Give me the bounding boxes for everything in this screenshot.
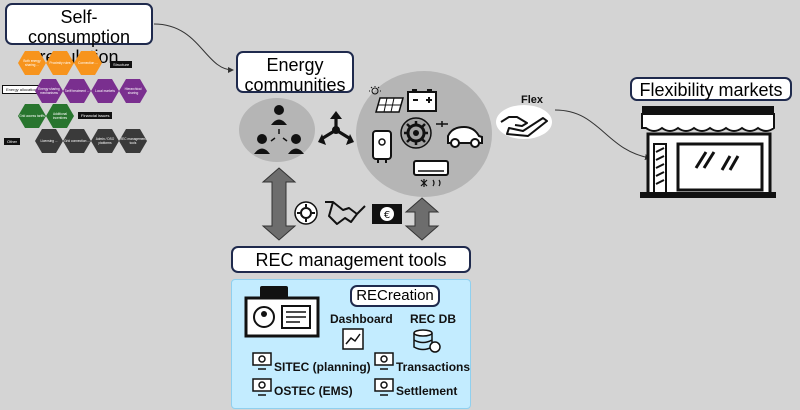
rec-db-label: REC DB (410, 312, 457, 326)
energy-communities-box: Energy communities (236, 51, 354, 95)
flexibility-markets-box: Flexibility markets (630, 77, 792, 101)
water-heater-icon (372, 130, 392, 163)
tag-other: Other (4, 138, 21, 145)
settlement-icon (374, 378, 394, 396)
recreation-box: REC​reation (350, 285, 440, 307)
tag-structure: Structure (110, 61, 133, 68)
market-store-icon (640, 106, 776, 198)
transactions-icon (374, 352, 394, 370)
flex-label: Flex (521, 94, 544, 106)
sitec-icon (252, 352, 272, 370)
community-people-icon (254, 105, 304, 154)
tag-energy-allocation: Energy allocation (2, 85, 41, 94)
rec-tools-label: REC management tools (255, 250, 447, 270)
database-icon (413, 329, 441, 353)
arrow-regulation-to-communities (153, 23, 234, 73)
double-arrow-left (261, 167, 297, 241)
self-consumption-box: Self-consumption regulation (5, 3, 153, 67)
recreation-label: REC​reation (356, 287, 434, 304)
solar-panel-icon (369, 86, 404, 113)
tools-panel: REC​reation Dashboard REC DB SITEC (plan… (231, 279, 471, 409)
ev-car-icon (436, 121, 483, 148)
battery-icon (407, 89, 437, 112)
settlement-label: Settlement (396, 384, 458, 398)
handshake-icon (325, 201, 366, 225)
tri-arrow-icon (318, 111, 354, 145)
sitec-label: SITEC (planning) (274, 360, 371, 374)
settings-cycle-icon (294, 201, 318, 225)
gear-icon (400, 117, 432, 149)
transactions-label: Transactions (396, 360, 471, 374)
tag-financial: Financial issues (78, 112, 113, 119)
dashboard-label: Dashboard (330, 312, 393, 326)
flexibility-markets-label: Flexibility markets (639, 80, 783, 100)
euro-wallet-icon: € (372, 204, 402, 224)
air-conditioner-icon (413, 160, 449, 187)
dashboard-chart-icon (342, 328, 364, 350)
svg-text:€: € (384, 210, 390, 221)
ostec-label: OSTEC (EMS) (274, 384, 353, 398)
double-arrow-right (404, 197, 440, 241)
energy-communities-line1: Energy (266, 55, 324, 75)
hex-10: Licensing ... (35, 129, 63, 153)
monitor-user-icon (244, 286, 320, 338)
hand-flex-icon (496, 105, 552, 139)
self-consumption-line1: Self-consumption (27, 7, 131, 47)
arrow-flex-to-markets (554, 109, 651, 161)
rec-tools-box: REC management tools (231, 246, 471, 273)
energy-communities-line2: communities (244, 75, 346, 95)
hex-4: Energy sharing mechanisms (35, 79, 63, 103)
ostec-icon (252, 378, 272, 396)
